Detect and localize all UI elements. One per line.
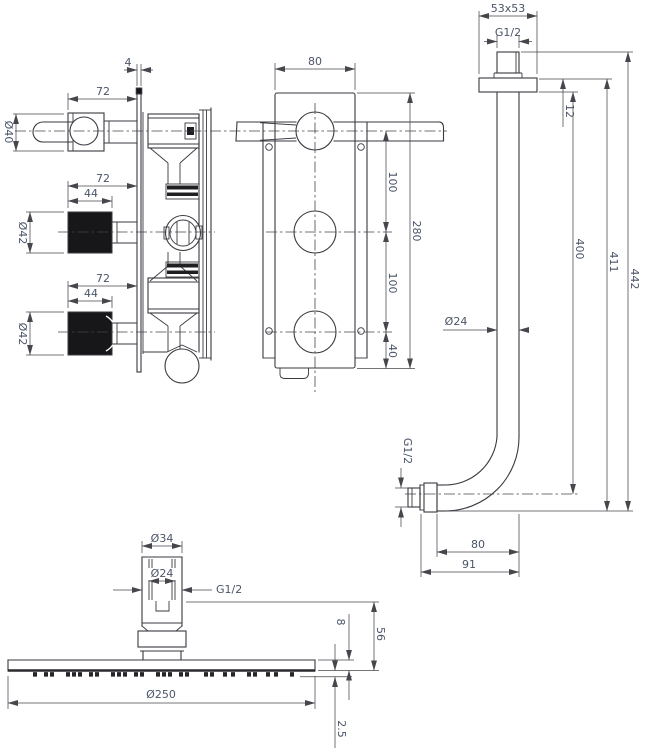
dim-reach: 80 [471,538,485,551]
shower-head-view: Ø34 Ø24 G1/2 56 8 2.5 Ø250 [7,532,387,748]
dim-handle-length: 72 [96,85,110,98]
dim-flange-thickness: 12 [563,104,576,118]
dim-head-diameter: Ø250 [146,688,176,701]
volume-knob-bottom [67,311,138,356]
escutcheon-plate [135,87,143,373]
dim-plate-thickness: 4 [125,56,132,69]
mounting-bracket [199,107,212,361]
volume-knob-top [67,211,138,254]
dim-joint-diameter: Ø34 [151,532,174,545]
dim-inlet-thread: G1/2 [495,26,521,39]
dim-plate-height: 280 [410,221,423,242]
head-dimensions: Ø34 Ø24 G1/2 56 8 2.5 Ø250 [7,532,387,748]
dim-axis-spacing-top: 100 [386,172,399,193]
dim-knob1-grip: 44 [84,187,98,200]
dim-knob1-diameter: Ø42 [16,222,29,245]
dim-outlet-thread: G1/2 [401,438,414,464]
dim-wall-flange: 53x53 [491,2,526,15]
centerlines [15,103,578,495]
trim-plate [274,92,356,379]
dim-height-to-bottom: 411 [607,252,620,273]
roughin-body [262,121,368,359]
arm-dimensions: 53x53 G1/2 12 400 411 442 Ø24 [395,2,641,577]
dim-edge-thickness: 8 [334,619,347,626]
dim-knob2-grip: 44 [84,287,98,300]
side-view-dimensions: 4 72 Ø40 72 44 Ø42 72 44 [2,56,153,356]
dim-stem-diameter: Ø24 [151,567,174,580]
front-view-dimensions: 80 280 100 100 40 [274,55,423,369]
dim-knob2-length: 72 [96,272,110,285]
mixer-front-view: 80 280 100 100 40 [235,55,445,379]
arm-flange [478,51,538,93]
mixer-side-view: 4 72 Ø40 72 44 Ø42 72 44 [2,56,212,384]
dim-nozzle-protrusion: 2.5 [335,720,348,738]
handle-lever [32,112,138,152]
dim-knob2-diameter: Ø42 [16,323,29,346]
dim-head-thread: G1/2 [216,583,242,596]
dim-knob1-length: 72 [96,172,110,185]
shower-arm-view: 53x53 G1/2 12 400 411 442 Ø24 [395,2,641,577]
dim-axis-spacing-bottom: 100 [386,273,399,294]
lever-front [235,121,445,142]
dim-pipe-diameter: Ø24 [445,315,468,328]
dim-head-overall-height: 56 [374,627,387,641]
head-plate [7,659,316,677]
dim-plate-width: 80 [308,55,322,68]
dim-handle-diameter: Ø40 [2,121,15,144]
valve-body [142,112,203,384]
dim-bottom-offset: 40 [386,344,399,358]
dim-height-to-axis: 400 [573,239,586,260]
dim-overall-height: 442 [628,269,641,290]
dim-overall-reach: 91 [462,558,476,571]
arm-pipe [407,91,520,513]
